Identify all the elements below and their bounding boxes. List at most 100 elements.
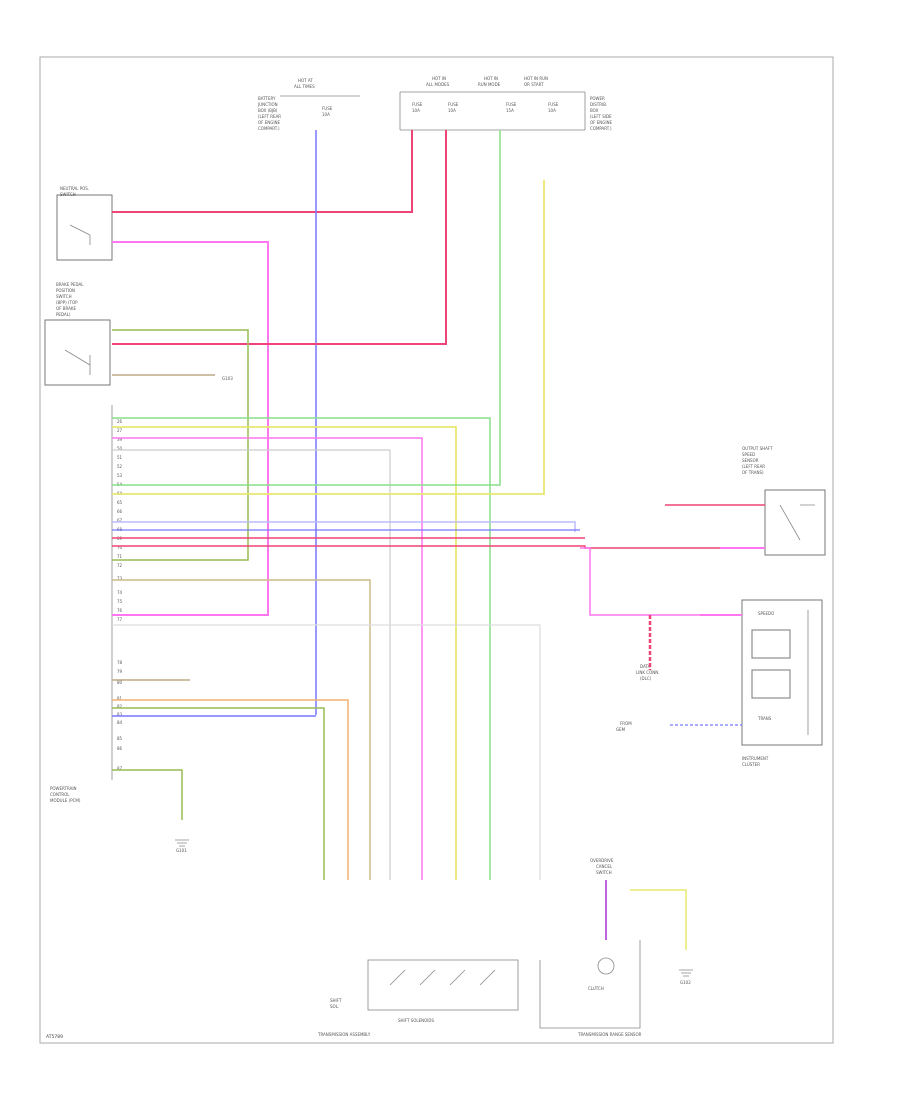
svg-text:FUSE: FUSE: [322, 106, 333, 111]
svg-text:86: 86: [117, 746, 123, 751]
svg-text:52: 52: [117, 464, 123, 469]
svg-text:15A: 15A: [506, 108, 514, 113]
svg-text:26: 26: [117, 419, 123, 424]
svg-text:27: 27: [117, 428, 123, 433]
svg-text:81: 81: [117, 696, 123, 701]
svg-text:DISTRIB.: DISTRIB.: [590, 102, 607, 107]
ground-label-2: G102: [680, 980, 691, 985]
svg-text:87: 87: [117, 766, 123, 771]
svg-text:SWITCH: SWITCH: [56, 294, 72, 299]
svg-text:CONTROL: CONTROL: [50, 792, 70, 797]
svg-text:66: 66: [117, 509, 123, 514]
svg-text:10A: 10A: [548, 108, 556, 113]
ground-symbols: G101 G102 G103: [175, 376, 693, 985]
svg-text:TRANS: TRANS: [757, 716, 772, 721]
pcm-connector-column: POWERTRAIN CONTROL MODULE (PCM) 26 27 39…: [50, 405, 123, 803]
svg-text:BOX (BJB): BOX (BJB): [258, 108, 278, 113]
svg-text:POWERTRAIN: POWERTRAIN: [50, 786, 77, 791]
svg-text:50: 50: [117, 446, 123, 451]
svg-text:FUSE: FUSE: [448, 102, 459, 107]
fuse-block-right: HOT IN ALL MODES HOT IN RUN MODE HOT IN …: [399, 76, 613, 131]
svg-text:SPEED: SPEED: [742, 452, 755, 457]
svg-text:POWER: POWER: [590, 96, 605, 101]
svg-text:84: 84: [117, 720, 123, 725]
svg-text:SWITCH: SWITCH: [60, 192, 76, 197]
svg-text:SOL.: SOL.: [330, 1004, 339, 1009]
svg-text:73: 73: [117, 576, 123, 581]
svg-text:(LEFT SIDE: (LEFT SIDE: [590, 114, 612, 119]
output-shaft-speed-sensor: OUTPUT SHAFT SPEED SENSOR (LEFT REAR OF …: [742, 446, 826, 556]
svg-text:(LEFT REAR: (LEFT REAR: [258, 114, 281, 119]
svg-text:COMPART.): COMPART.): [590, 126, 612, 131]
svg-text:67: 67: [117, 518, 123, 523]
diagram-frame: [39, 56, 834, 1044]
svg-text:FUSE: FUSE: [548, 102, 559, 107]
svg-text:CLUTCH: CLUTCH: [588, 986, 604, 991]
svg-text:OUTPUT SHAFT: OUTPUT SHAFT: [742, 446, 773, 451]
svg-text:FUSE: FUSE: [412, 102, 423, 107]
svg-text:RUN MODE: RUN MODE: [478, 82, 501, 87]
svg-text:ALL MODES: ALL MODES: [426, 82, 450, 87]
svg-text:MODULE (PCM): MODULE (PCM): [50, 798, 81, 803]
svg-text:SHIFT: SHIFT: [330, 998, 342, 1003]
svg-text:77: 77: [117, 617, 123, 622]
svg-text:OF TRANS): OF TRANS): [742, 470, 764, 475]
svg-text:80: 80: [117, 680, 123, 685]
svg-text:BATTERY: BATTERY: [258, 96, 276, 101]
svg-text:76: 76: [117, 608, 123, 613]
svg-text:BRAKE PEDAL: BRAKE PEDAL: [56, 282, 84, 287]
svg-text:PEDAL): PEDAL): [56, 312, 71, 317]
ground-label-3: G103: [222, 376, 233, 381]
svg-text:75: 75: [117, 599, 123, 604]
wires: [112, 130, 765, 950]
svg-text:10A: 10A: [412, 108, 420, 113]
svg-text:51: 51: [117, 455, 123, 460]
svg-text:POSITION: POSITION: [56, 288, 75, 293]
svg-text:TRANSMISSION RANGE SENSOR: TRANSMISSION RANGE SENSOR: [577, 1032, 642, 1037]
ground-label-1: G101: [176, 848, 187, 853]
svg-text:NEUTRAL POS.: NEUTRAL POS.: [60, 186, 89, 191]
svg-text:78: 78: [117, 660, 123, 665]
svg-text:OVERDRIVE: OVERDRIVE: [590, 858, 614, 863]
svg-text:72: 72: [117, 563, 123, 568]
svg-text:ALL TIMES: ALL TIMES: [294, 84, 315, 89]
neutral-switch-box: NEUTRAL POS. SWITCH: [56, 186, 113, 261]
svg-text:SPEEDO: SPEEDO: [758, 611, 774, 616]
svg-text:70: 70: [117, 545, 123, 550]
svg-text:83: 83: [117, 712, 123, 717]
svg-text:LINK CONN.: LINK CONN.: [636, 670, 660, 675]
svg-text:OF ENGINE: OF ENGINE: [590, 120, 613, 125]
svg-text:82: 82: [117, 704, 123, 709]
svg-text:HOT IN: HOT IN: [432, 76, 446, 81]
svg-text:OF BRAKE: OF BRAKE: [56, 306, 76, 311]
svg-text:HOT IN RUN: HOT IN RUN: [524, 76, 548, 81]
right-notes: DATA LINK CONN. (DLC) FROM GEM: [616, 664, 660, 732]
svg-text:SENSOR: SENSOR: [742, 458, 759, 463]
svg-text:INSTRUMENT: INSTRUMENT: [742, 756, 769, 761]
instrument-cluster: SPEEDO TRANS INSTRUMENT CLUSTER: [741, 599, 823, 767]
svg-text:74: 74: [117, 590, 123, 595]
svg-text:(DLC): (DLC): [640, 676, 652, 681]
bottom-connectors: SHIFT SOL. SHIFT SOLENOIDS TRANSMISSION …: [317, 858, 642, 1037]
svg-text:SWITCH: SWITCH: [596, 870, 612, 875]
diagram-reference: AT5789: [46, 1034, 63, 1040]
svg-text:71: 71: [117, 554, 123, 559]
svg-text:TRANSMISSION ASSEMBLY: TRANSMISSION ASSEMBLY: [317, 1032, 371, 1037]
svg-text:10A: 10A: [448, 108, 456, 113]
svg-text:CLUSTER: CLUSTER: [742, 762, 760, 767]
svg-text:10A: 10A: [322, 112, 330, 117]
svg-text:HOT AT: HOT AT: [298, 78, 313, 83]
brake-switch-box: BRAKE PEDAL POSITION SWITCH (BPP) (TOP O…: [44, 282, 111, 386]
svg-text:39: 39: [117, 437, 123, 442]
svg-text:DATA: DATA: [640, 664, 651, 669]
svg-text:FUSE: FUSE: [506, 102, 517, 107]
svg-text:CANCEL: CANCEL: [596, 864, 613, 869]
svg-text:OF ENGINE: OF ENGINE: [258, 120, 281, 125]
svg-text:GEM: GEM: [616, 727, 626, 732]
svg-text:HOT IN: HOT IN: [484, 76, 498, 81]
svg-text:OR START: OR START: [524, 82, 544, 87]
svg-text:85: 85: [117, 736, 123, 741]
svg-text:79: 79: [117, 669, 123, 674]
svg-text:FROM: FROM: [620, 721, 632, 726]
